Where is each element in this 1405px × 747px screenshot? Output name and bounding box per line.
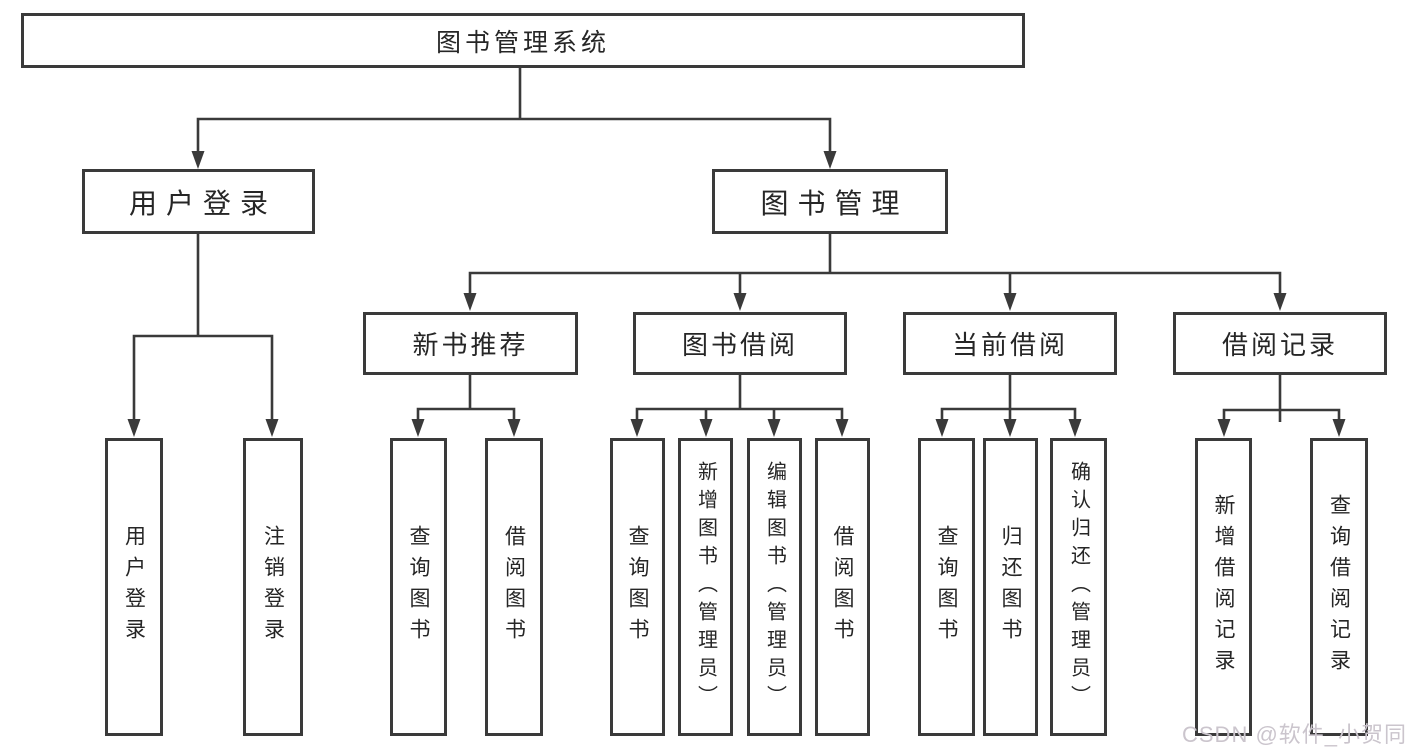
connector-user-login-subtree — [132, 234, 274, 422]
connector-book-mgmt-to-level3 — [468, 234, 1282, 296]
leaf-edit-books-admin-label: 编辑图书（管理员） — [763, 461, 786, 713]
node-book-borrowing-label: 图书借阅 — [681, 330, 798, 360]
leaf-edit-books-admin: 编辑图书（管理员） — [747, 438, 802, 736]
leaf-add-books-admin: 新增图书（管理员） — [678, 438, 733, 736]
leaf-confirm-return-admin: 确认归还（管理员） — [1050, 438, 1107, 736]
watermark: CSDN @软件_小贺同学 — [1182, 722, 1405, 747]
leaf-add-borrow-record: 新增借阅记录 — [1195, 438, 1252, 736]
node-current-borrowing-label: 当前借阅 — [951, 330, 1068, 360]
leaf-return-books-label: 归还图书 — [999, 525, 1022, 649]
leaf-query-books-recommend: 查询图书 — [390, 438, 447, 736]
leaf-borrow-books-recommend: 借阅图书 — [485, 438, 543, 736]
leaf-borrow-books: 借阅图书 — [815, 438, 870, 736]
node-borrowing-records-label: 借阅记录 — [1221, 330, 1338, 360]
leaf-logout: 注销登录 — [243, 438, 303, 736]
leaf-add-borrow-record-label: 新增借阅记录 — [1212, 494, 1235, 680]
node-new-book-recommend-label: 新书推荐 — [412, 330, 529, 360]
leaf-confirm-return-admin-label: 确认归还（管理员） — [1067, 461, 1090, 713]
connector-new-books-subtree — [416, 375, 516, 422]
node-current-borrowing: 当前借阅 — [903, 312, 1117, 375]
leaf-add-books-admin-label: 新增图书（管理员） — [694, 461, 717, 713]
node-new-book-recommend: 新书推荐 — [363, 312, 578, 375]
connector-current-borrow-subtree — [940, 375, 1077, 422]
leaf-user-login-label: 用户登录 — [122, 525, 146, 649]
leaf-query-books-current-label: 查询图书 — [935, 525, 958, 649]
leaf-borrow-books-label: 借阅图书 — [831, 525, 854, 649]
leaf-return-books: 归还图书 — [983, 438, 1038, 736]
node-book-borrowing: 图书借阅 — [633, 312, 847, 375]
node-borrowing-records: 借阅记录 — [1173, 312, 1387, 375]
connector-borrow-records-subtree — [1222, 375, 1341, 422]
node-root-label: 图书管理系统 — [435, 28, 610, 57]
leaf-query-borrow-record: 查询借阅记录 — [1310, 438, 1368, 736]
node-user-login-label: 用户登录 — [128, 187, 277, 219]
leaf-borrow-books-recommend-label: 借阅图书 — [502, 525, 526, 649]
leaf-query-books-borrow-label: 查询图书 — [626, 525, 649, 649]
leaf-user-login: 用户登录 — [105, 438, 163, 736]
connector-book-borrow-subtree — [635, 375, 844, 422]
node-book-management: 图书管理 — [712, 169, 948, 234]
leaf-query-books-current: 查询图书 — [918, 438, 975, 736]
node-root-system: 图书管理系统 — [21, 13, 1025, 68]
leaf-query-borrow-record-label: 查询借阅记录 — [1327, 494, 1351, 680]
node-book-management-label: 图书管理 — [760, 187, 909, 219]
connector-root-to-level2 — [196, 68, 832, 153]
leaf-query-books-borrow: 查询图书 — [610, 438, 665, 736]
node-user-login: 用户登录 — [82, 169, 315, 234]
arrowhead-icons — [127, 151, 1346, 437]
leaf-query-books-recommend-label: 查询图书 — [407, 525, 430, 649]
leaf-logout-label: 注销登录 — [261, 525, 285, 649]
